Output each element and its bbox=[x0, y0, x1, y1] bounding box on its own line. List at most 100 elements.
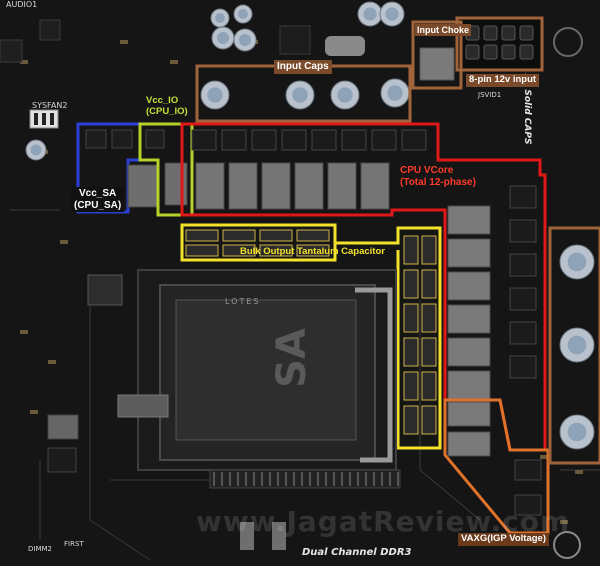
vcore-mosfet bbox=[191, 129, 217, 151]
small-chip bbox=[0, 39, 23, 63]
vcore-mosfet bbox=[509, 219, 537, 243]
vcore-mosfet bbox=[509, 253, 537, 277]
vcore-choke bbox=[261, 162, 291, 210]
pcb-trace bbox=[89, 519, 151, 561]
label-input-caps: Input Caps bbox=[274, 60, 332, 74]
watermark: www.JagatReview.com bbox=[196, 505, 571, 538]
capacitor-top bbox=[215, 13, 225, 23]
tantalum-capacitor bbox=[222, 244, 256, 257]
label-vcc-sa-line2: (CPU_SA) bbox=[74, 199, 122, 211]
vcore-mosfet bbox=[509, 185, 537, 209]
vcore-mosfet bbox=[401, 129, 427, 151]
label-input-choke-1: Input Choke bbox=[415, 24, 471, 37]
vcore-choke bbox=[447, 370, 491, 400]
capacitor-top bbox=[567, 422, 587, 442]
vcore-mosfet bbox=[509, 321, 537, 345]
smd-component bbox=[540, 455, 548, 459]
smd-component bbox=[120, 40, 128, 44]
vcore-choke bbox=[447, 337, 491, 367]
vaxg-outline bbox=[443, 398, 550, 535]
capacitor-top bbox=[337, 87, 353, 103]
small-resistor bbox=[240, 522, 254, 550]
label-8pin-input: 8-pin 12v input bbox=[466, 74, 540, 87]
capacitor-top bbox=[30, 144, 42, 156]
mosfet bbox=[145, 129, 165, 149]
vcore-choke bbox=[327, 162, 357, 210]
tantalum-capacitor bbox=[403, 235, 419, 265]
8pin-connector-pin bbox=[519, 25, 534, 41]
tantalum-capacitor bbox=[185, 229, 219, 242]
small-inductor bbox=[47, 414, 79, 440]
tantalum-column-outline bbox=[335, 226, 442, 450]
socket-lever bbox=[355, 287, 393, 463]
label-vcc-io: Vcc_IO (CPU_IO) bbox=[146, 95, 188, 118]
capacitor-top bbox=[292, 87, 308, 103]
tantalum-capacitor bbox=[403, 371, 419, 401]
tantalum-capacitor bbox=[421, 337, 437, 367]
tantalum-capacitor bbox=[421, 269, 437, 299]
fan-header-pin bbox=[42, 113, 46, 125]
mosfet bbox=[85, 129, 107, 149]
smd-component bbox=[30, 410, 38, 414]
tantalum-capacitor bbox=[296, 244, 330, 257]
smd-component bbox=[20, 60, 28, 64]
vcc-io-choke bbox=[164, 162, 188, 206]
tantalum-capacitor bbox=[259, 244, 293, 257]
socket-logo-mark: SA bbox=[268, 328, 315, 388]
socket-contact-strip bbox=[209, 469, 401, 489]
silk-audio: AUDIO1 bbox=[6, 0, 38, 9]
silk-sysfan: SYSFAN2 bbox=[32, 101, 68, 110]
cpu-socket-cover bbox=[175, 299, 357, 441]
tantalum-capacitor bbox=[403, 303, 419, 333]
tantalum-capacitor bbox=[421, 371, 437, 401]
8pin-connector-pin bbox=[483, 44, 498, 60]
vcore-mosfet bbox=[221, 129, 247, 151]
tantalum-capacitor bbox=[185, 244, 219, 257]
vcc-sa-choke bbox=[127, 164, 159, 208]
small-inductor bbox=[87, 274, 123, 306]
capacitor-top bbox=[363, 7, 377, 21]
capacitor-top bbox=[567, 335, 587, 355]
label-vcc-io-line2: (CPU_IO) bbox=[146, 105, 188, 117]
screw-hole bbox=[553, 27, 583, 57]
smd-component bbox=[60, 240, 68, 244]
capacitor-top bbox=[567, 252, 587, 272]
vcore-mosfet bbox=[341, 129, 367, 151]
label-vcc-sa: Vcc_SA (CPU_SA) bbox=[71, 187, 125, 212]
vcore-mosfet bbox=[509, 287, 537, 311]
label-vaxg: VAXG(IGP Voltage) bbox=[458, 533, 549, 546]
tantalum-capacitor bbox=[421, 405, 437, 435]
capacitor-top bbox=[207, 87, 223, 103]
vcore-choke bbox=[228, 162, 258, 210]
crystal-oscillator bbox=[325, 36, 365, 56]
tantalum-capacitor bbox=[421, 303, 437, 333]
label-vcc-io-line1: Vcc_IO bbox=[146, 95, 179, 106]
tantalum-capacitor bbox=[296, 229, 330, 242]
socket-hinge bbox=[117, 394, 169, 418]
vcore-choke bbox=[447, 304, 491, 334]
silk-first: FIRST bbox=[64, 540, 84, 548]
tantalum-capacitor bbox=[403, 269, 419, 299]
vcore-mosfet bbox=[251, 129, 277, 151]
label-bulk-tantalum: Bulk Output Tantalum Capacitor bbox=[240, 246, 385, 257]
tantalum-capacitor bbox=[421, 235, 437, 265]
label-cpu-vcore: CPU VCore (Total 12-phase) bbox=[400, 165, 476, 188]
vcore-mosfet bbox=[281, 129, 307, 151]
capacitor-top bbox=[238, 9, 248, 19]
vaxg-mosfet bbox=[514, 459, 542, 481]
vcore-mosfet bbox=[509, 355, 537, 379]
vaxg-choke bbox=[447, 401, 491, 427]
tantalum-capacitor bbox=[403, 337, 419, 367]
vcore-choke bbox=[447, 238, 491, 268]
8pin-connector-pin bbox=[501, 25, 516, 41]
output-caps-outline bbox=[548, 226, 600, 465]
smd-component bbox=[560, 520, 568, 524]
chipset-chip bbox=[279, 25, 311, 55]
8pin-connector-pin bbox=[483, 25, 498, 41]
input-choke bbox=[419, 47, 455, 81]
label-cpu-vcore-line2: (Total 12-phase) bbox=[400, 176, 476, 188]
tantalum-capacitor bbox=[403, 405, 419, 435]
capacitor-top bbox=[216, 31, 230, 45]
tantalum-capacitor bbox=[222, 229, 256, 242]
